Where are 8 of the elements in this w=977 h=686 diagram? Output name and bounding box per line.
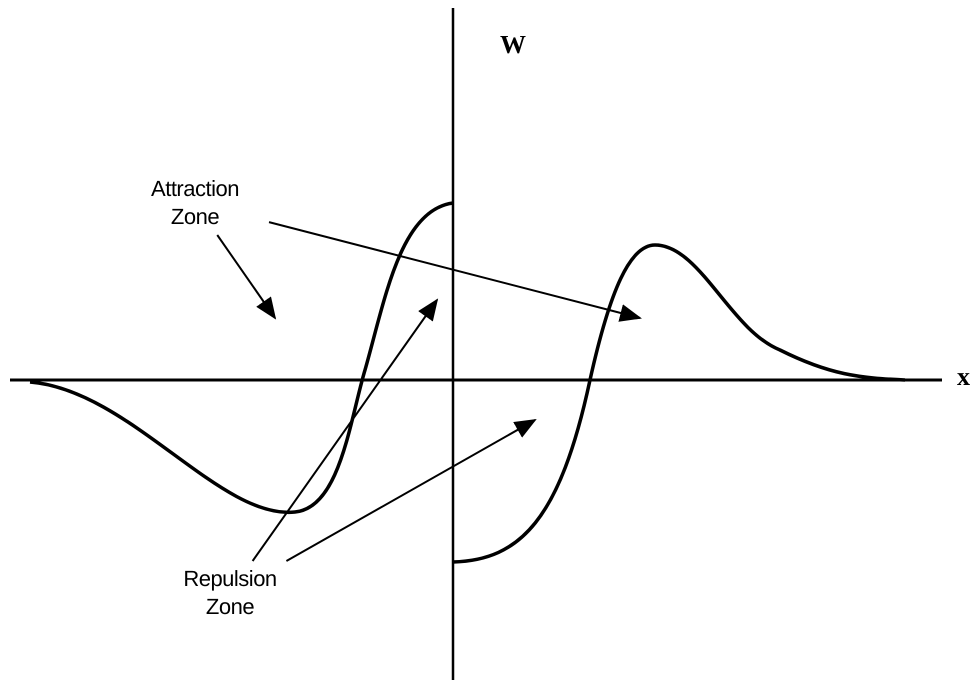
zone-label: Repulsion Zone [160,565,300,621]
leader-arrow [268,221,642,322]
axis-label: x [957,362,970,392]
axis-label: W [500,30,526,60]
leader-arrow [286,419,537,562]
zone-label: Attraction Zone [125,175,265,231]
leader-arrow [216,234,276,320]
leader-arrow [252,298,438,562]
